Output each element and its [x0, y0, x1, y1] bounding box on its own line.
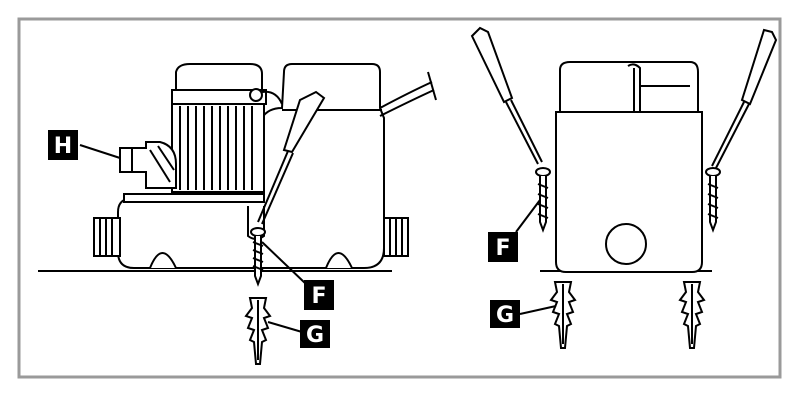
wall-plug-icon: [549, 281, 577, 349]
wall-plug-icon: [678, 281, 706, 349]
label-f-right: F: [488, 232, 518, 262]
leader-lines-left: [79, 144, 307, 333]
screwdriver-icon: [257, 90, 326, 225]
screw-icon: [535, 167, 551, 233]
screwdriver-icon: [711, 28, 778, 169]
label-h-text: H: [54, 134, 72, 159]
label-g-left-text: G: [306, 323, 324, 348]
leader-lines-right: [515, 199, 557, 315]
label-f-left-text: F: [311, 284, 326, 309]
label-f-left: F: [304, 280, 334, 310]
screw-icon: [250, 227, 266, 287]
label-g-right: G: [490, 300, 520, 328]
screwdriver-icon: [470, 26, 543, 165]
wall-plug-icon: [244, 297, 272, 365]
label-g-left: G: [300, 320, 330, 348]
label-g-right-text: G: [496, 303, 514, 328]
screw-icon: [705, 167, 721, 233]
motor-ribs: [179, 106, 253, 190]
label-h: H: [48, 130, 78, 160]
pump-front-view-icon: [555, 61, 703, 273]
label-f-right-text: F: [495, 236, 510, 261]
